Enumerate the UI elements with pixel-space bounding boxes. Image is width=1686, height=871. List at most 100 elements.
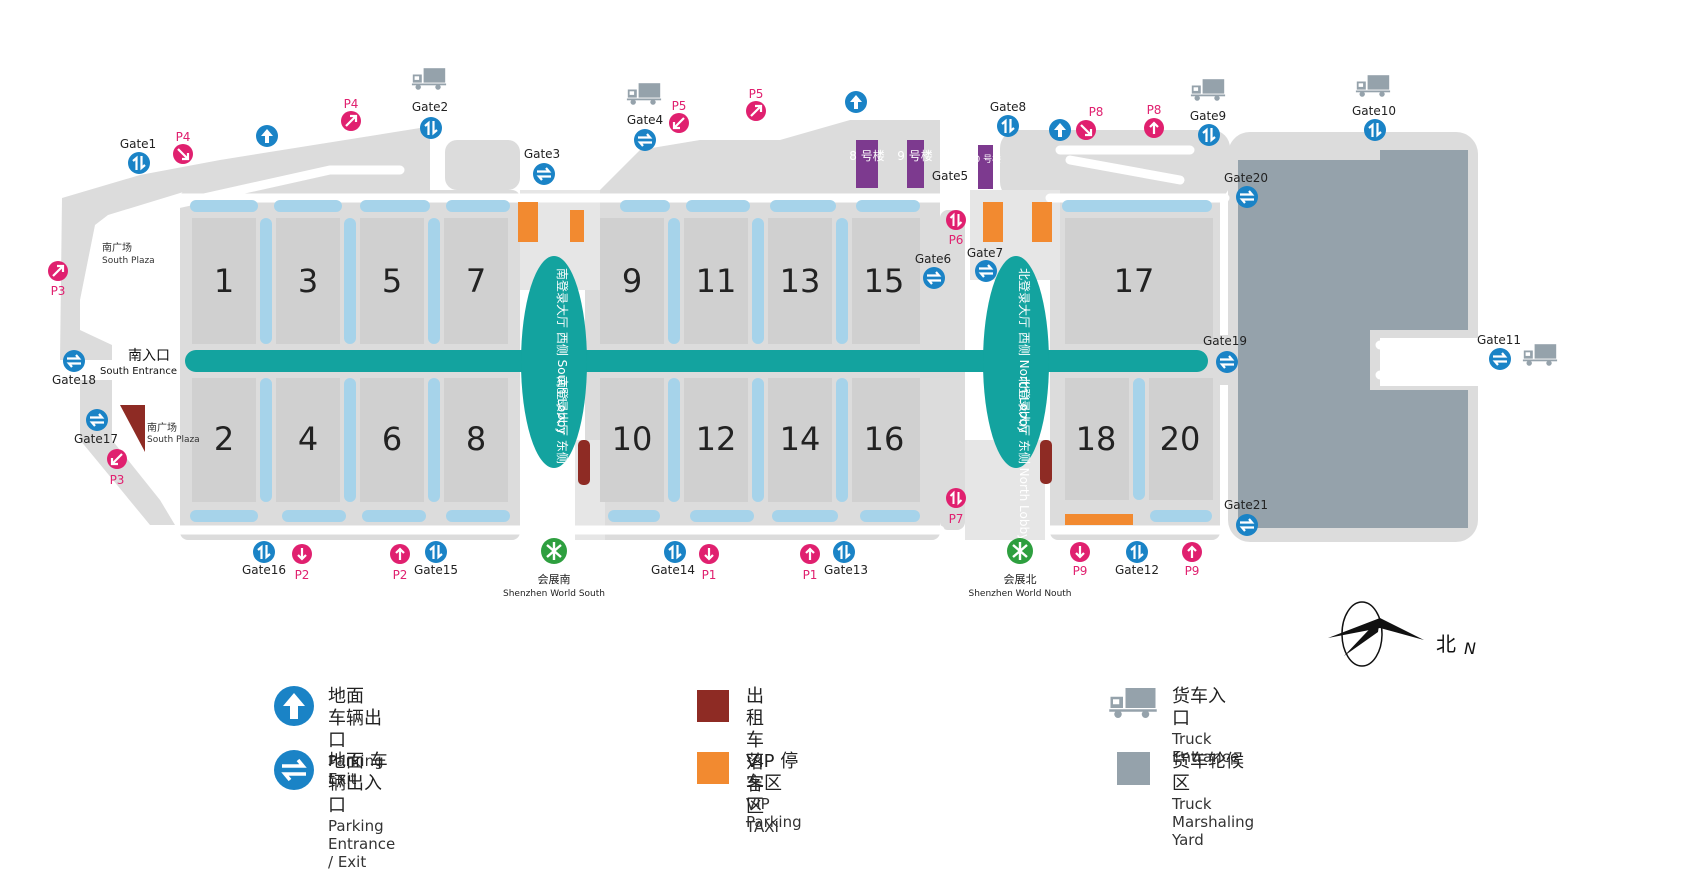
hall-9: [600, 218, 664, 344]
legend-label: 地面 车辆出口: [328, 686, 382, 751]
metro-south-icon[interactable]: [540, 537, 568, 565]
compass-label-en: N: [1464, 639, 1476, 658]
gate-15-label: Gate15: [414, 563, 458, 577]
truck-marshaling-yard: [1238, 150, 1468, 528]
roads: [145, 145, 1475, 535]
metro-south-label-en: Shenzhen World South: [503, 589, 605, 599]
gate-12-icon[interactable]: [1125, 540, 1149, 564]
p8-label: P8: [1147, 103, 1162, 117]
numbered-buildings: [856, 140, 993, 189]
hall-20: [1149, 378, 1213, 500]
hall-label: 18: [1076, 420, 1117, 458]
parking-exit-icon: [1049, 119, 1071, 141]
gate-8-label: Gate8: [990, 100, 1026, 114]
metro-north-label-en: Shenzhen World Nouth: [968, 589, 1071, 599]
south-plaza-label: 南广场: [102, 241, 132, 254]
gate-13-label: Gate13: [824, 563, 868, 577]
p4-icon[interactable]: [339, 109, 363, 133]
p8-icon[interactable]: [1142, 116, 1166, 140]
legend-label-en: Parking Exit: [328, 752, 384, 788]
p9-icon[interactable]: [1068, 540, 1092, 564]
gate-6-icon[interactable]: [922, 266, 946, 290]
south-entrance-label: 南入口: [128, 348, 170, 364]
p4-label: P4: [344, 97, 359, 111]
p5-label: P5: [672, 99, 687, 113]
gate-18-label: Gate18: [52, 373, 96, 387]
south-plaza-label-en: South Plaza: [102, 256, 155, 266]
truck-icon: [1190, 79, 1226, 101]
north-lobby-east-label: 北登录大厅 东侧 North Lobby: [1017, 376, 1032, 541]
gate-2-icon[interactable]: [419, 116, 443, 140]
gate-16-icon[interactable]: [252, 540, 276, 564]
gate-17-icon[interactable]: [85, 408, 109, 432]
p7-icon[interactable]: [945, 487, 967, 509]
p3-label: P3: [51, 284, 66, 298]
gate-2-label: Gate2: [412, 100, 448, 114]
gate-10-icon[interactable]: [1363, 118, 1387, 142]
gate-9-label: Gate9: [1190, 109, 1226, 123]
p4-label: P4: [176, 130, 191, 144]
p1-label: P1: [702, 568, 717, 582]
gate-1-icon[interactable]: [127, 151, 151, 175]
p5-label: P5: [749, 87, 764, 101]
gate-21-label: Gate21: [1224, 498, 1268, 512]
gate-15-icon[interactable]: [424, 540, 448, 564]
legend-taxi-swatch: [697, 690, 729, 722]
gate-12-label: Gate12: [1115, 563, 1159, 577]
gate-14-icon[interactable]: [663, 540, 687, 564]
gate-20-icon[interactable]: [1235, 185, 1259, 209]
hall-label: 1: [214, 262, 234, 300]
p2-icon[interactable]: [388, 542, 412, 566]
parking-exit-icon: [845, 91, 867, 113]
gates: Gate1 Gate2 Gate3 Gate4 Gate5 Gate6 Gate…: [52, 100, 1521, 577]
hall-label: 8: [466, 420, 486, 458]
legend-parking-entrance-exit: 地面 车辆出入口 Parking Entrance / Exit: [328, 751, 395, 871]
gate-21-icon[interactable]: [1235, 513, 1259, 537]
metro-north-label: 会展北: [1004, 573, 1037, 586]
gate-20-label: Gate20: [1224, 171, 1268, 185]
legend-truck-yard-swatch: [1117, 752, 1150, 785]
p1-icon[interactable]: [798, 542, 822, 566]
hall-label: 6: [382, 420, 402, 458]
metro-north-icon[interactable]: [1006, 537, 1034, 565]
p8-icon[interactable]: [1074, 118, 1098, 142]
legend-truck-entrance: 货车入口 Truck Entrance: [1172, 686, 1239, 766]
p6-label: P6: [949, 233, 964, 247]
truck-icon: [1522, 344, 1558, 366]
p1-icon[interactable]: [697, 542, 721, 566]
hall-label: 2: [214, 420, 234, 458]
legend-truck-yard: 货车轮候区 Truck Marshaling Yard: [1172, 751, 1254, 849]
gate-19-icon[interactable]: [1215, 350, 1239, 374]
p2-icon[interactable]: [290, 542, 314, 566]
p3-icon[interactable]: [46, 259, 70, 283]
south-lobby-east-label: 南登录大厅 东侧 South Lobby: [555, 376, 570, 542]
gate-18-icon[interactable]: [62, 349, 86, 373]
gate-7-icon[interactable]: [974, 259, 998, 283]
gate-9-icon[interactable]: [1197, 123, 1221, 147]
legend-label: 货车入口: [1172, 686, 1226, 729]
gate-6-label: Gate6: [915, 252, 951, 266]
hall-numbers: 1 3 5 7 9 11 13 15 17 2 4 6 8 10 12 14 1…: [214, 262, 1201, 458]
legend-label-en: VIP Parking: [746, 795, 802, 831]
building-10-label: 10 号楼: [969, 153, 1001, 165]
gate-3-label: Gate3: [524, 147, 560, 161]
gate-11-icon[interactable]: [1488, 347, 1512, 371]
gate-7-label: Gate7: [967, 246, 1003, 260]
legend-vip-swatch: [697, 752, 729, 784]
p5-icon[interactable]: [744, 99, 768, 123]
p9-icon[interactable]: [1180, 540, 1204, 564]
truck-icon: [411, 68, 447, 90]
p5-icon[interactable]: [667, 111, 691, 135]
p3-icon[interactable]: [105, 447, 129, 471]
truck-icon: [1355, 75, 1391, 97]
p4-icon[interactable]: [171, 142, 195, 166]
gate-4-icon[interactable]: [633, 128, 657, 152]
gate-8-icon[interactable]: [996, 114, 1020, 138]
legend-label: 货车轮候区: [1172, 751, 1244, 794]
gate-13-icon[interactable]: [832, 540, 856, 564]
exhibition-halls: [192, 218, 1213, 502]
hall-14: [768, 378, 832, 502]
p6-icon[interactable]: [945, 209, 967, 231]
gate-3-icon[interactable]: [532, 162, 556, 186]
venue-map: 1 3 5 7 9 11 13 15 17 2 4 6 8 10 12 14 1…: [46, 68, 1558, 790]
